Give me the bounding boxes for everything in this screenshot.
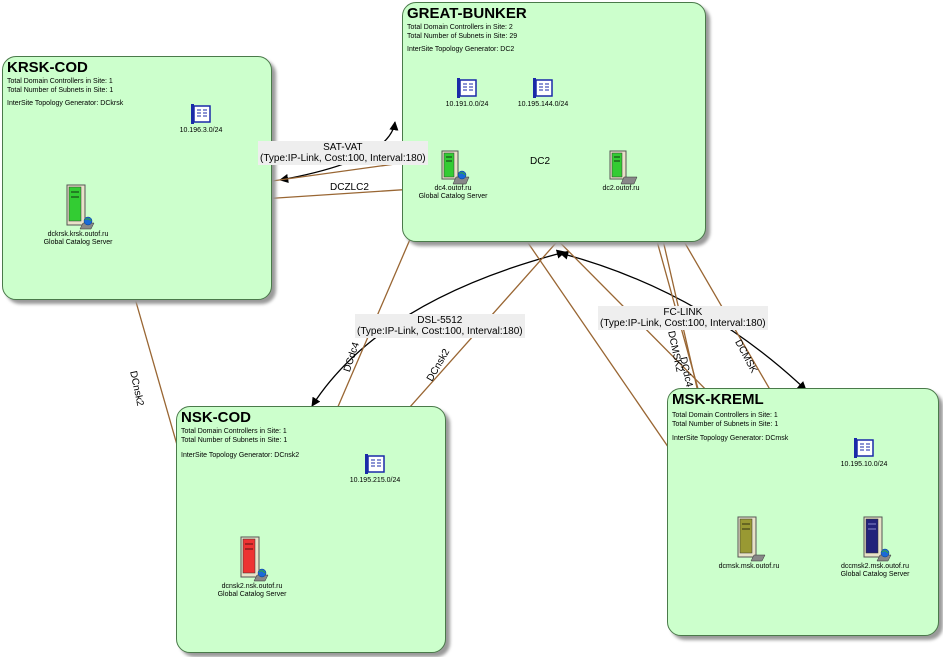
server-role: Global Catalog Server (43, 239, 113, 246)
server-icon (33, 183, 123, 231)
subnet-book-icon (834, 437, 894, 459)
connection-label-dc2: DC2 (530, 156, 551, 167)
site-subnet-count: Total Number of Subnets in Site: 1 (672, 421, 779, 428)
site-subnet-count: Total Number of Subnets in Site: 1 (7, 87, 114, 94)
site-dc-count: Total Domain Controllers in Site: 1 (181, 428, 287, 435)
subnet-label: 10.195.144.0/24 (517, 101, 569, 108)
site-title: MSK-KREML (672, 391, 764, 408)
subnet[interactable]: 10.191.0.0/24 (437, 77, 497, 108)
server-icon (704, 515, 794, 563)
server-role: Global Catalog Server (840, 571, 910, 578)
site-link-detail: (Type:IP-Link, Cost:100, Interval:180) (600, 318, 766, 329)
site-dc-count: Total Domain Controllers in Site: 1 (7, 78, 113, 85)
subnet-label: 10.191.0.0/24 (445, 101, 489, 108)
server-dckrsk[interactable]: dckrsk.krsk.outof.ru Global Catalog Serv… (33, 183, 123, 247)
site-link-line-fc-link[interactable] (559, 250, 807, 391)
connection-label-dczlc2: DCZLC2 (330, 182, 369, 193)
server-name: dckrsk.krsk.outof.ru (47, 231, 109, 238)
subnet[interactable]: 10.196.3.0/24 (171, 103, 231, 134)
site-dc-count: Total Domain Controllers in Site: 1 (672, 412, 778, 419)
server-name: dccmsk2.msk.outof.ru (840, 563, 910, 570)
subnet-label: 10.195.215.0/24 (349, 477, 401, 484)
server-dcnsk2[interactable]: dcnsk2.nsk.outof.ru Global Catalog Serve… (207, 535, 297, 599)
site-nsk-cod[interactable]: NSK-COD Total Domain Controllers in Site… (176, 406, 446, 653)
site-title: NSK-COD (181, 409, 251, 426)
server-name: dcmsk.msk.outof.ru (718, 563, 780, 570)
server-role: Global Catalog Server (217, 591, 287, 598)
site-link-name: FC-LINK (663, 307, 703, 318)
server-name: dcnsk2.nsk.outof.ru (221, 583, 283, 590)
subnet-label: 10.196.3.0/24 (179, 127, 223, 134)
server-dc2[interactable]: dc2.outof.ru (576, 149, 666, 193)
subnet-label: 10.195.10.0/24 (840, 461, 888, 468)
site-title: GREAT-BUNKER (407, 5, 527, 22)
site-dc-count: Total Domain Controllers in Site: 2 (407, 24, 513, 31)
site-link-detail: (Type:IP-Link, Cost:100, Interval:180) (357, 326, 523, 337)
subnet[interactable]: 10.195.144.0/24 (513, 77, 573, 108)
subnet-book-icon (345, 453, 405, 475)
subnet-book-icon (437, 77, 497, 99)
subnet[interactable]: 10.195.10.0/24 (834, 437, 894, 468)
site-link-name: DSL-5512 (417, 315, 463, 326)
server-name: dc2.outof.ru (602, 185, 640, 192)
server-icon (576, 149, 666, 185)
subnet[interactable]: 10.195.215.0/24 (345, 453, 405, 484)
server-dccmsk2[interactable]: dccmsk2.msk.outof.ru Global Catalog Serv… (830, 515, 920, 579)
site-msk-kreml[interactable]: MSK-KREML Total Domain Controllers in Si… (667, 388, 939, 636)
server-dc4[interactable]: dc4.outof.ru Global Catalog Server (408, 149, 498, 201)
site-istg: InterSite Topology Generator: DC2 (407, 46, 515, 53)
subnet-book-icon (171, 103, 231, 125)
site-istg: InterSite Topology Generator: DCmsk (672, 435, 789, 442)
server-icon (408, 149, 498, 185)
site-link-name: SAT-VAT (323, 142, 363, 153)
server-icon (207, 535, 297, 583)
site-link-dsl-5512[interactable]: DSL-5512 (Type:IP-Link, Cost:100, Interv… (355, 314, 525, 338)
site-link-fc-link[interactable]: FC-LINK (Type:IP-Link, Cost:100, Interva… (598, 306, 768, 330)
site-istg: InterSite Topology Generator: DCnsk2 (181, 452, 300, 459)
site-link-sat-vat[interactable]: SAT-VAT (Type:IP-Link, Cost:100, Interva… (258, 141, 428, 165)
server-dcmsk[interactable]: dcmsk.msk.outof.ru (704, 515, 794, 571)
site-title: KRSK-COD (7, 59, 88, 76)
server-icon (830, 515, 920, 563)
site-subnet-count: Total Number of Subnets in Site: 29 (407, 33, 518, 40)
subnet-book-icon (513, 77, 573, 99)
site-great-bunker[interactable]: GREAT-BUNKER Total Domain Controllers in… (402, 2, 706, 242)
server-role: Global Catalog Server (418, 193, 488, 200)
site-link-detail: (Type:IP-Link, Cost:100, Interval:180) (260, 153, 426, 164)
server-name: dc4.outof.ru (434, 185, 472, 192)
site-subnet-count: Total Number of Subnets in Site: 1 (181, 437, 288, 444)
site-istg: InterSite Topology Generator: DCkrsk (7, 100, 124, 107)
site-krsk-cod[interactable]: KRSK-COD Total Domain Controllers in Sit… (2, 56, 272, 300)
